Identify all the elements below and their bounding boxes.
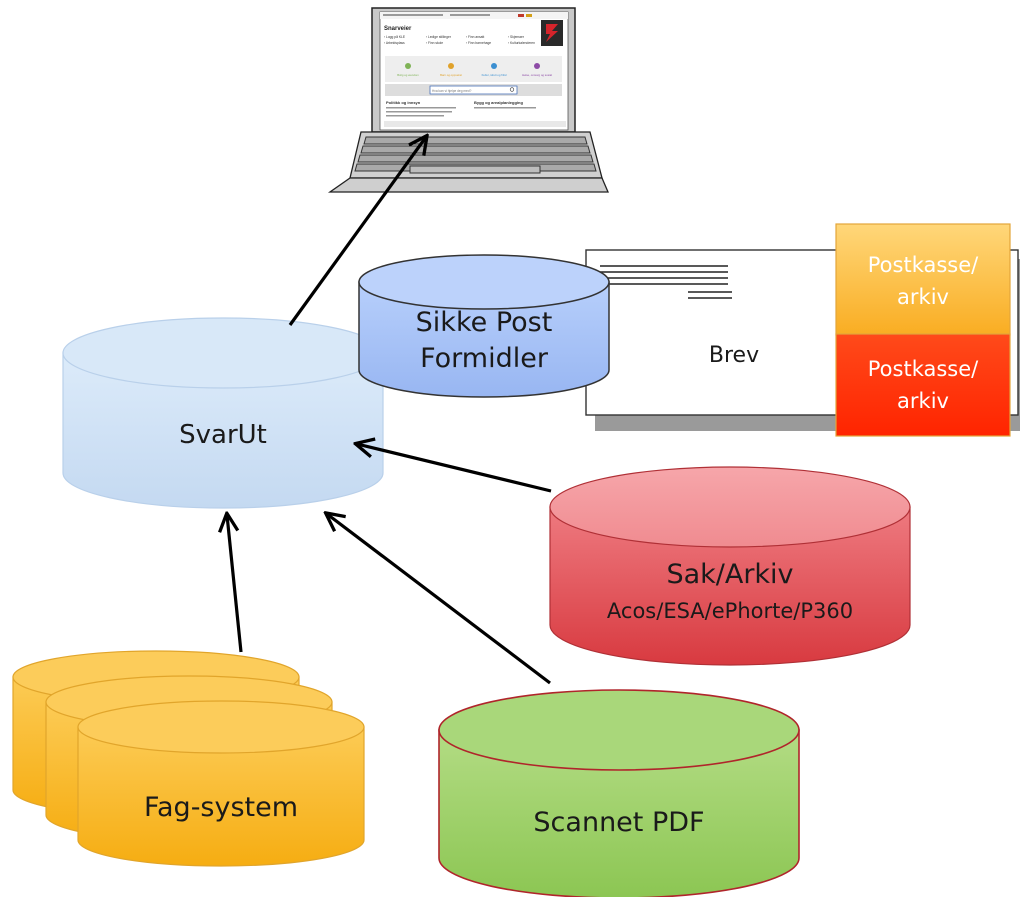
site-tile-label: Helse, omsorg og sosial — [522, 73, 552, 77]
arrow-svarut-to-laptop — [288, 137, 426, 326]
postkasse-red: Postkasse/ arkiv — [835, 333, 1011, 437]
site-tile-icon — [448, 63, 454, 69]
site-link: › Kulturkalenderen — [508, 41, 535, 45]
postkasse-yellow-line2: arkiv — [897, 285, 949, 309]
site-link: › Finn skole — [426, 41, 443, 45]
laptop: Snarveier › Logg på KLE› Arbeidsplass› L… — [327, 7, 609, 193]
site-search-input — [429, 85, 518, 95]
site-tile-row: Bolig og eiendom Barn og oppvekst Kultur, … — [397, 63, 552, 77]
site-search-placeholder: Hva kan vi hjelpe deg med? — [432, 89, 472, 93]
postkasse-yellow-box — [835, 223, 1011, 336]
letter-label: Brev — [709, 343, 759, 368]
fag-system-cylinder-front — [77, 700, 365, 867]
postkasse-red-line1: Postkasse/ — [868, 357, 979, 381]
laptop-front-edge — [327, 177, 609, 193]
site-link: › Ledige stillinger — [426, 35, 452, 39]
svarut-label: SvarUt — [179, 420, 267, 450]
sikke-post-line2: Formidler — [420, 343, 549, 374]
site-tile-icon — [491, 63, 497, 69]
site-link: › Arbeidsplass — [384, 41, 405, 45]
scannet-pdf-label: Scannet PDF — [533, 807, 704, 838]
sikke-post-line1: Sikke Post — [416, 307, 553, 338]
sak-arkiv-title: Sak/Arkiv — [666, 559, 793, 590]
site-tile-icon — [534, 63, 540, 69]
arrows — [227, 137, 552, 685]
site-tile-label: Bolig og eiendom — [397, 73, 419, 77]
site-tile-icon — [405, 63, 411, 69]
sak-arkiv-database: Sak/Arkiv Acos/ESA/ePhorte/P360 — [549, 466, 911, 666]
site-link: › Skjemaer — [508, 35, 525, 39]
site-heading: Snarveier — [384, 26, 412, 32]
sikke-post-formidler: Sikke Post Formidler — [358, 254, 610, 398]
postkasse-red-line2: arkiv — [897, 389, 949, 413]
postkasse-yellow-line1: Postkasse/ — [868, 253, 979, 277]
fag-system-stack: Fag-system — [12, 650, 365, 867]
postkasse-yellow: Postkasse/ arkiv — [835, 223, 1011, 336]
arrow-fagsystem-to-svarut — [227, 515, 243, 653]
site-link: › Finn barnehage — [466, 41, 491, 45]
site-tile-label: Kultur, idrett og fritid — [482, 73, 507, 77]
arrow-scannet-to-svarut — [327, 514, 551, 685]
site-section-right: Bygg og arealplanlegging — [474, 100, 523, 105]
postkasse-red-box — [835, 333, 1011, 437]
fag-system-label: Fag-system — [144, 792, 298, 823]
svarut-database: SvarUt — [62, 317, 384, 509]
sak-arkiv-subtitle: Acos/ESA/ePhorte/P360 — [607, 599, 853, 623]
site-link: › Finn ansatt — [466, 35, 484, 39]
website-screenshot: Snarveier › Logg på KLE› Arbeidsplass› L… — [380, 12, 568, 127]
site-link: › Logg på KLE — [384, 35, 406, 39]
site-link-list: › Logg på KLE › Arbeidsplass › Ledige stil… — [384, 35, 535, 45]
scannet-pdf-database: Scannet PDF — [438, 689, 800, 897]
arrow-sakarkiv-to-svarut — [357, 444, 552, 493]
search-icon — [509, 87, 515, 92]
site-tile-label: Barn og oppvekst — [440, 73, 462, 77]
site-section-left: Politikk og innsyn — [386, 100, 421, 105]
